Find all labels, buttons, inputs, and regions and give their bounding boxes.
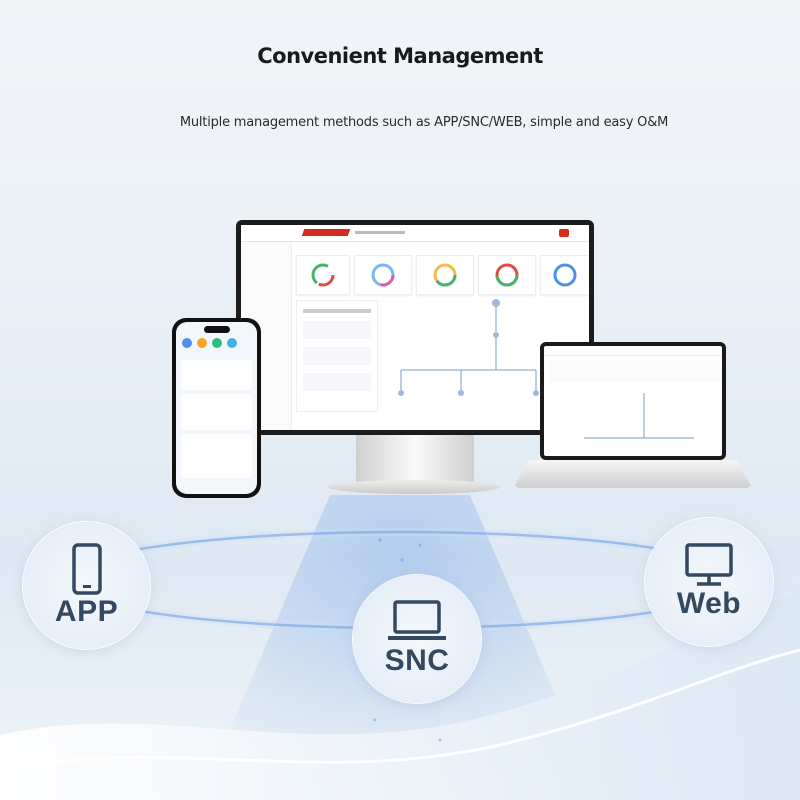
kpi-card (540, 255, 589, 295)
web-label: Web (676, 587, 742, 620)
device-list-panel (296, 300, 378, 412)
page-subtitle: Multiple management methods such as APP/… (179, 115, 669, 130)
app-icon (182, 338, 192, 348)
donut-chart (433, 263, 457, 287)
laptop-screen (540, 342, 726, 460)
smartphone-icon (71, 542, 102, 595)
monitor-stand (356, 435, 474, 483)
kpi-card (296, 255, 350, 295)
monitor-base (328, 480, 500, 494)
device-card (181, 360, 252, 390)
phone-screen (176, 322, 257, 494)
page-title: Convenient Management (257, 44, 543, 68)
web-app-header (241, 225, 589, 242)
snc-label: SNC (384, 644, 450, 677)
donut-chart (553, 263, 577, 287)
app-icon (227, 338, 237, 348)
app-shortcut-row (182, 338, 237, 348)
app-icon (212, 338, 222, 348)
web-method-badge: Web (645, 518, 773, 646)
laptop-icon (388, 600, 446, 640)
kpi-card (354, 255, 412, 295)
app-icon (197, 338, 207, 348)
donut-chart (495, 263, 519, 287)
topology-diagram (398, 299, 539, 396)
device-list (181, 434, 252, 478)
smartphone (172, 318, 261, 498)
monitor-icon (685, 543, 733, 586)
donut-chart (371, 263, 395, 287)
topology-diagram (584, 393, 694, 439)
snc-method-badge: SNC (353, 575, 481, 703)
laptop-keyboard (514, 460, 752, 488)
stats-card (181, 394, 252, 430)
kpi-card (478, 255, 536, 295)
alert-icon (559, 229, 569, 237)
app-method-badge: APP (23, 522, 150, 649)
kpi-card (416, 255, 474, 295)
nav-bar (355, 231, 405, 234)
gauge-chart (311, 263, 335, 287)
brand-logo (301, 229, 351, 236)
app-label: APP (54, 594, 119, 628)
phone-notch (204, 326, 230, 333)
